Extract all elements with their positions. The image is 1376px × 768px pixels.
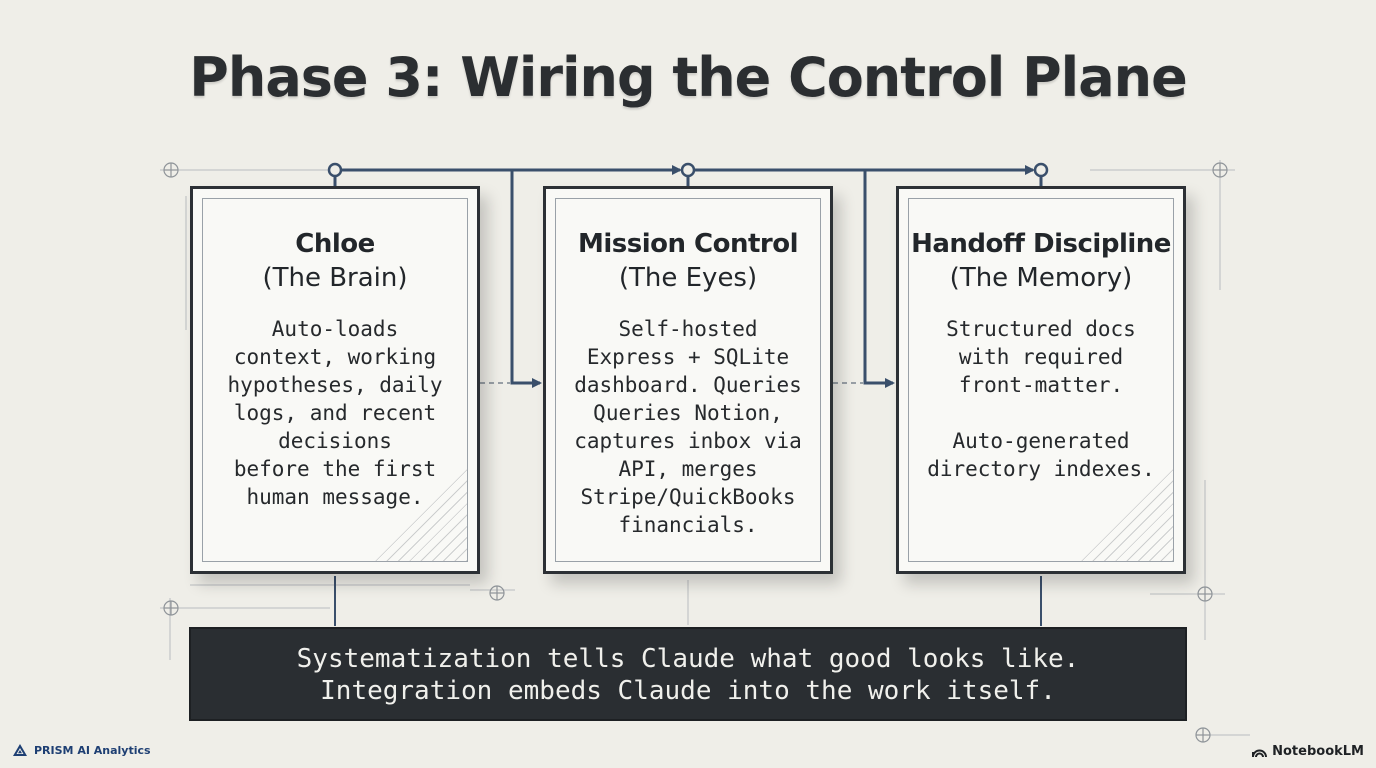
card-line: Queries Notion, [593,401,783,425]
card-header: Handoff Discipline (The Memory) [899,227,1183,295]
card-line: API, merges [618,457,758,481]
notebooklm-logo-icon [1252,749,1268,757]
card-line: before the first [233,457,437,481]
card-title: Mission Control [577,229,799,259]
card-subtitle: (The Brain) [262,263,408,293]
card-inner-frame [202,198,468,562]
card-line: logs, and recent [233,401,437,425]
card-line: Auto-loads [271,317,399,341]
card-line: context, working [233,345,437,369]
card-line: captures inbox via [574,429,802,453]
card-body: Auto-loads context, working hypotheses, … [205,315,465,511]
card-body: Self-hosted Express + SQLite dashboard. … [558,315,818,539]
prism-brand: PRISM AI Analytics [12,743,151,757]
card-line: dashboard. Queries [574,373,802,397]
card-handoff-discipline: Handoff Discipline (The Memory) Structur… [896,186,1186,574]
card-line: directory indexes. [927,457,1155,481]
banner-line-1: Systematization tells Claude what good l… [296,644,1080,674]
card-subtitle: (The Eyes) [618,263,758,293]
card-header: Chloe (The Brain) [193,227,477,295]
page-title: Phase 3: Wiring the Control Plane [189,46,1187,109]
card-title: Chloe [295,229,375,259]
prism-brand-label: PRISM AI Analytics [34,743,151,757]
card-line: Self-hosted [618,317,758,341]
card-inner-frame [555,198,821,562]
card-line: financials. [618,513,758,537]
card-line: Auto-generated [952,429,1130,453]
card-subtitle: (The Memory) [949,263,1133,293]
card-line: Structured docs [946,317,1136,341]
card-body: Structured docs with required front-matt… [911,315,1171,483]
banner-line-2: Integration embeds Claude into the work … [320,676,1056,706]
card-inner-frame [908,198,1174,562]
card-line: front-matter. [958,373,1124,397]
summary-banner: Systematization tells Claude what good l… [189,627,1187,721]
card-line: decisions [278,429,392,453]
prism-logo-icon [13,744,27,756]
card-line: human message. [246,485,424,509]
card-line: with required [958,345,1124,369]
card-line: Express + SQLite [586,345,790,369]
card-line: hypotheses, daily [227,373,443,397]
notebooklm-brand-label: NotebookLM [1272,744,1364,759]
card-title: Handoff Discipline [911,229,1171,259]
card-line: Stripe/QuickBooks [580,485,796,509]
card-mission-control: Mission Control (The Eyes) Self-hosted E… [543,186,833,574]
card-header: Mission Control (The Eyes) [546,227,830,295]
card-chloe: Chloe (The Brain) Auto-loads context, wo… [190,186,480,574]
notebooklm-brand: NotebookLM [1252,744,1364,759]
